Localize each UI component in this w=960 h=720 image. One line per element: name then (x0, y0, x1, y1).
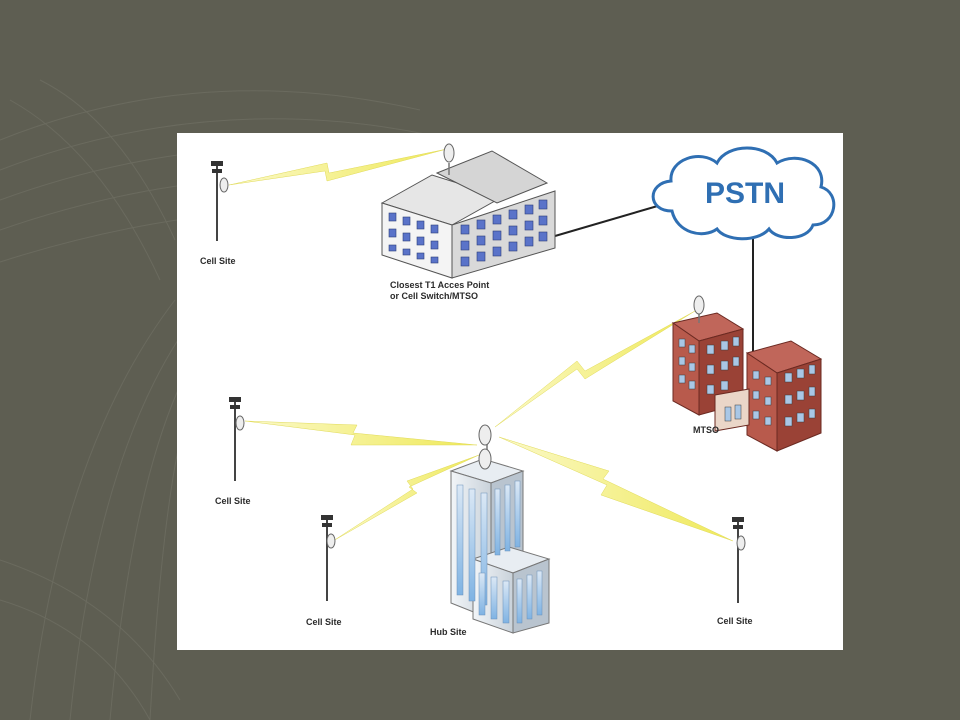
network-diagram: PSTN (177, 133, 843, 650)
t1-access-building (380, 143, 556, 279)
diagram-canvas: PSTN (211, 143, 836, 634)
t1-access-label-line1: Closest T1 Acces Point (390, 280, 490, 290)
cell-tower-left (229, 397, 245, 481)
wireless-link-bottom-right (498, 436, 734, 542)
hub-site-label: Hub Site (430, 627, 467, 637)
pstn-cloud: PSTN (651, 146, 836, 241)
pstn-label: PSTN (705, 177, 785, 210)
t1-access-label-line2: or Cell Switch/MTSO (390, 291, 479, 301)
cell-site-label-bottom-left: Cell Site (306, 617, 342, 627)
wireless-link-top (228, 148, 448, 186)
mtso-building (671, 295, 823, 452)
cell-tower-bottom-right (732, 517, 746, 603)
mtso-label: MTSO (693, 425, 719, 435)
cell-tower-bottom-left (321, 515, 336, 601)
wireless-link-left (244, 420, 478, 446)
t1-to-pstn-link (554, 204, 662, 237)
cell-site-label-top: Cell Site (200, 256, 236, 266)
hub-site-building (449, 424, 551, 634)
cell-site-label-left: Cell Site (215, 496, 251, 506)
cell-tower-top (211, 161, 229, 241)
cell-site-label-bottom-right: Cell Site (717, 616, 753, 626)
wireless-link-hub-mtso (494, 310, 696, 428)
